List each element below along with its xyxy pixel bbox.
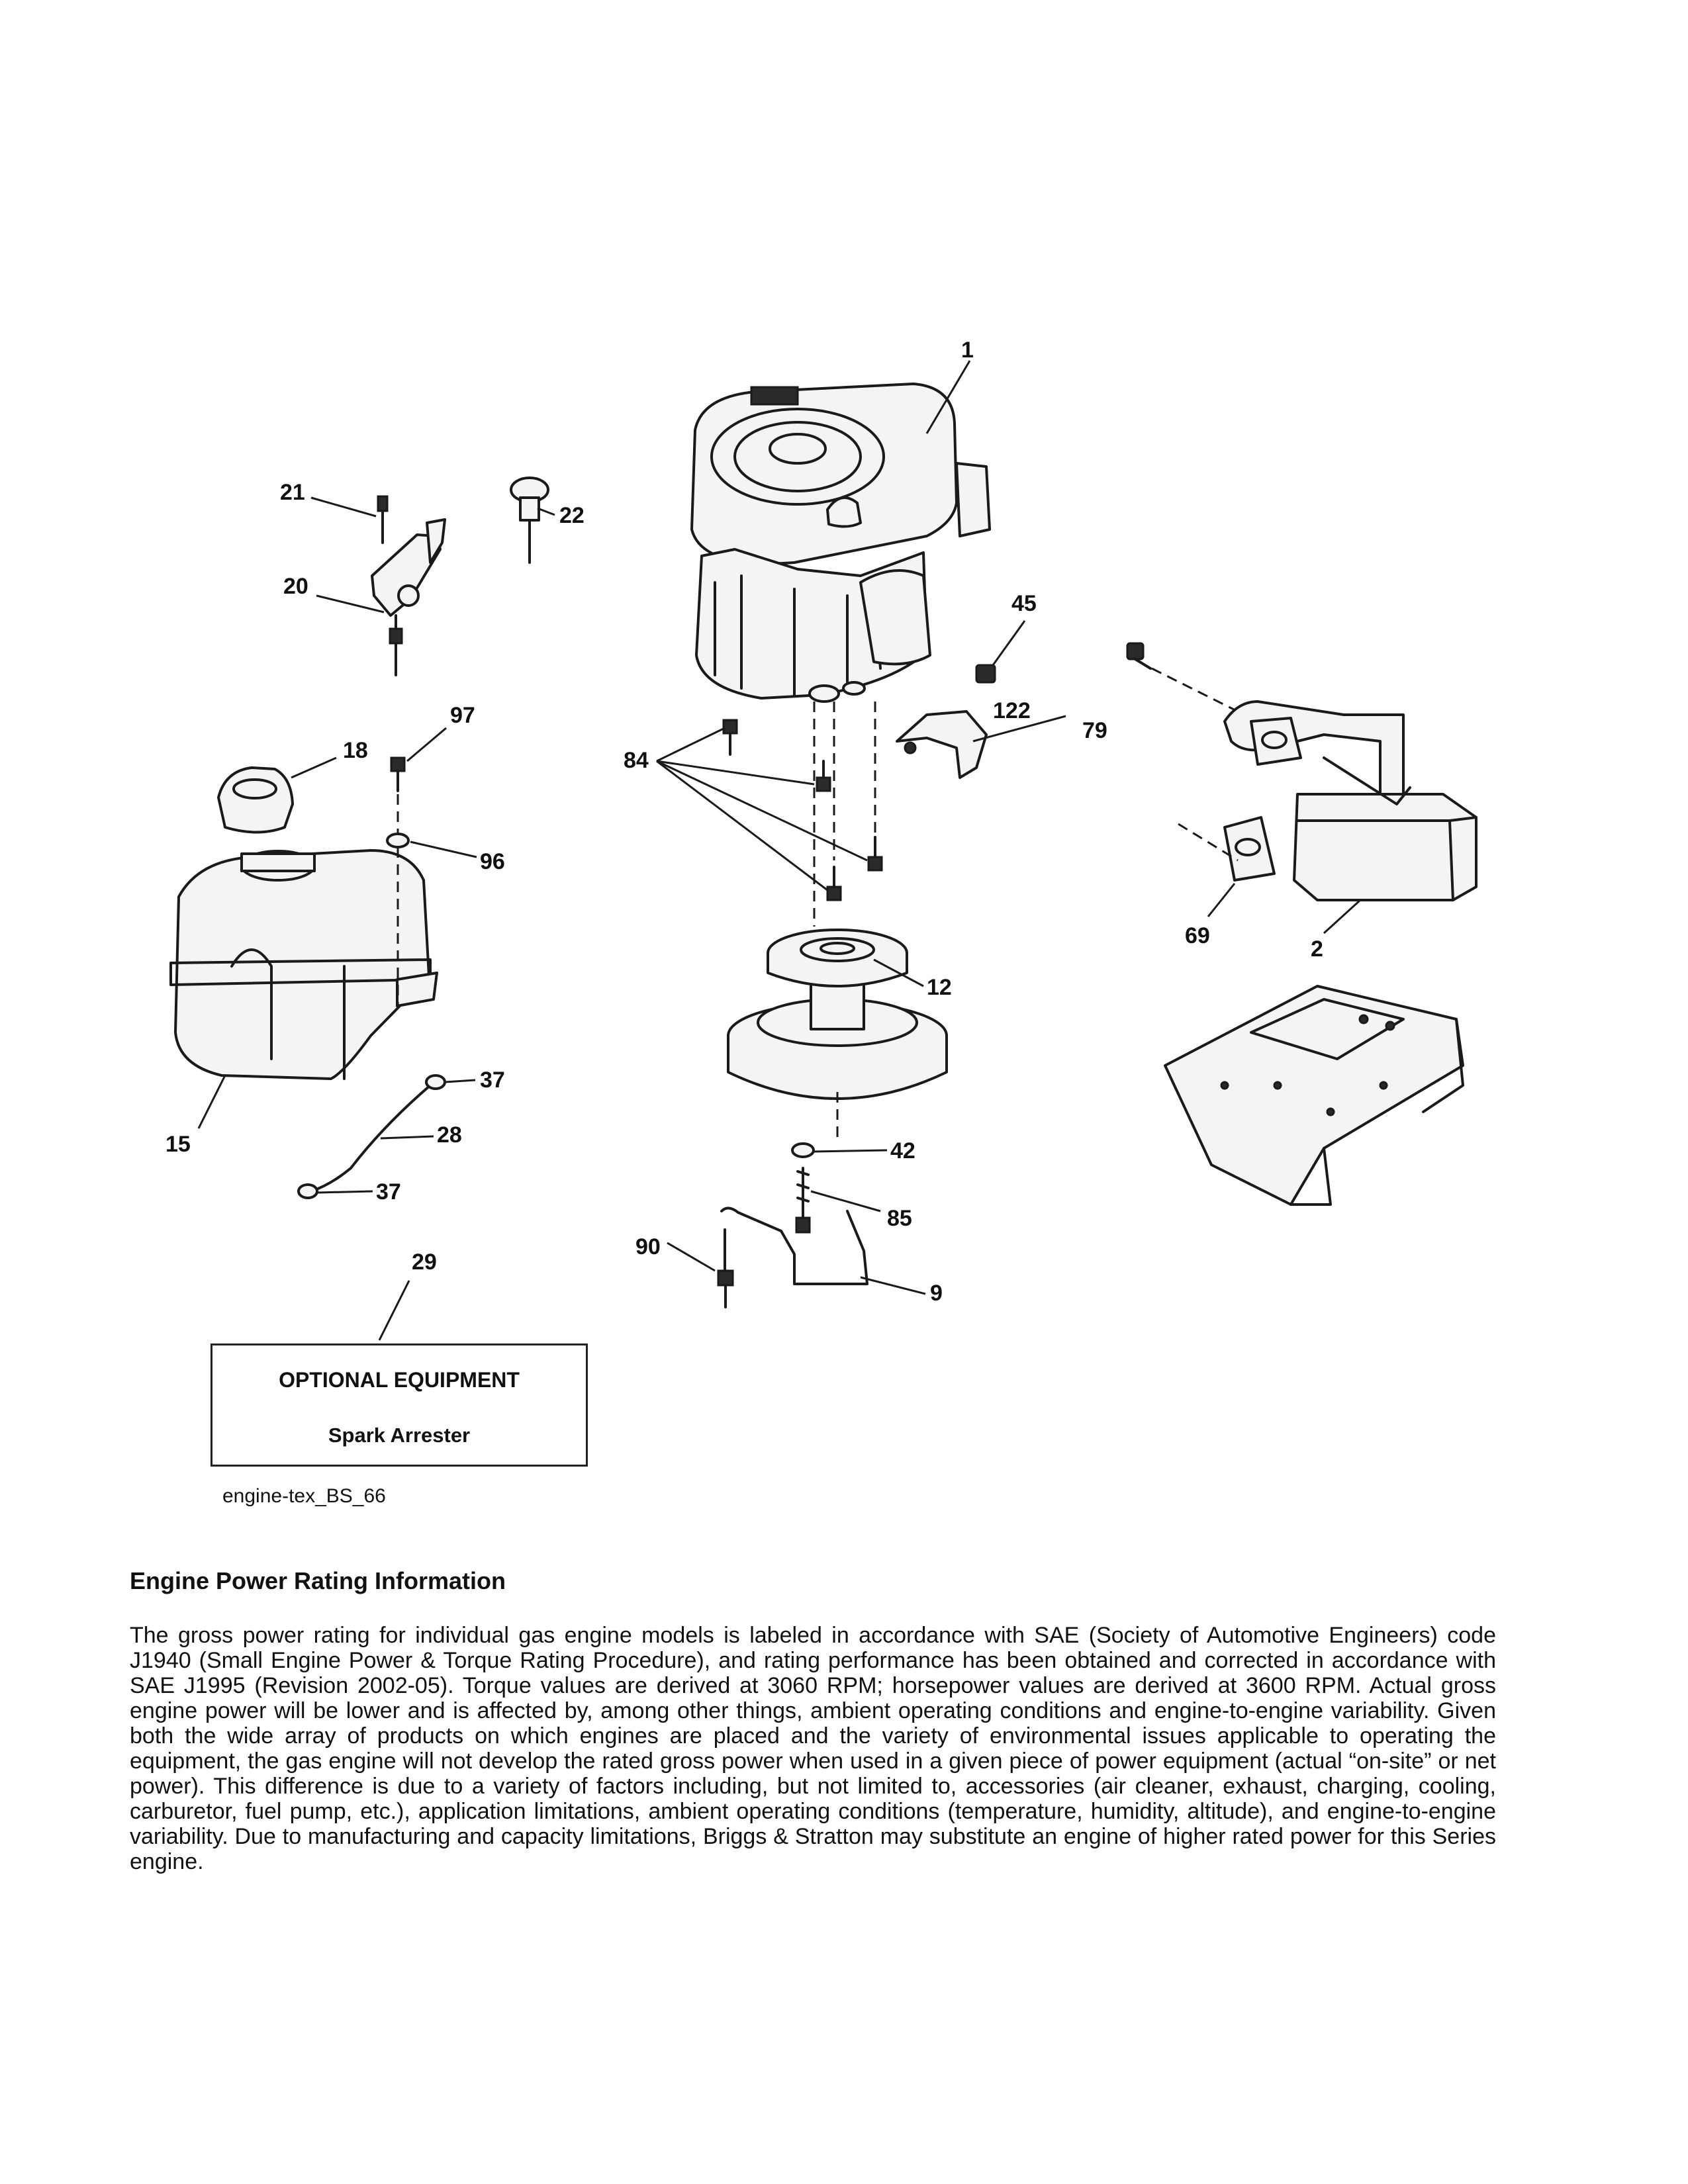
engine-mount-plate-part (1164, 985, 1464, 1206)
callout-22: 22 (559, 503, 585, 528)
callout-69: 69 (1185, 923, 1210, 948)
callout-15: 15 (165, 1132, 191, 1157)
callout-1: 1 (961, 338, 974, 363)
optional-equipment-box: OPTIONAL EQUIPMENT Spark Arrester (211, 1343, 588, 1467)
callout-79: 79 (1082, 718, 1107, 743)
bolt-part-97 (390, 756, 406, 772)
callout-90: 90 (635, 1234, 661, 1259)
callout-12: 12 (927, 975, 952, 1000)
shield-part-122 (896, 710, 988, 779)
rating-paragraph: The gross power rating for individual ga… (130, 1623, 1496, 1874)
callout-85: 85 (887, 1206, 912, 1231)
leader-lines (197, 360, 1362, 1341)
pulley-part (727, 929, 948, 1100)
callout-18: 18 (343, 738, 368, 763)
callout-29: 29 (412, 1250, 437, 1275)
fuel-tank-part (169, 766, 438, 1080)
callout-96: 96 (480, 849, 505, 874)
washer-part-42 (791, 1142, 815, 1158)
clamp-part-37-lower (297, 1183, 318, 1199)
bolt-part-85 (795, 1167, 811, 1234)
washer-part-96 (386, 833, 410, 848)
throttle-control-part (371, 495, 446, 676)
callout-28: 28 (437, 1122, 462, 1148)
engine-part (690, 383, 991, 703)
callout-42: 42 (890, 1138, 915, 1163)
exploded-parts-diagram: 1 21 22 20 45 79 122 97 18 84 96 69 2 12… (165, 338, 1477, 1341)
drawing-identifier: engine-tex_BS_66 (222, 1485, 386, 1507)
muffler-part (1126, 642, 1477, 901)
callout-97: 97 (450, 703, 475, 728)
callout-21: 21 (280, 480, 305, 505)
callout-2: 2 (1311, 936, 1323, 962)
nut-part-45 (975, 664, 996, 684)
callout-45: 45 (1011, 591, 1037, 616)
callout-20: 20 (283, 574, 308, 599)
rating-heading: Engine Power Rating Information (130, 1567, 506, 1594)
bolts-part-84 (722, 702, 883, 1138)
callout-37-upper: 37 (480, 1068, 505, 1093)
callout-84: 84 (624, 748, 649, 773)
callout-37-lower: 37 (376, 1179, 401, 1205)
callout-9: 9 (930, 1281, 943, 1306)
callout-122: 122 (993, 698, 1031, 723)
bolt-part-90 (717, 1269, 734, 1287)
choke-knob-part (510, 477, 549, 564)
bracket-part-9 (720, 1206, 868, 1285)
fuel-line-part (310, 1084, 432, 1193)
optional-equipment-title: OPTIONAL EQUIPMENT (279, 1368, 520, 1392)
clamp-part-37-upper (425, 1074, 446, 1090)
optional-equipment-item: Spark Arrester (328, 1424, 471, 1447)
